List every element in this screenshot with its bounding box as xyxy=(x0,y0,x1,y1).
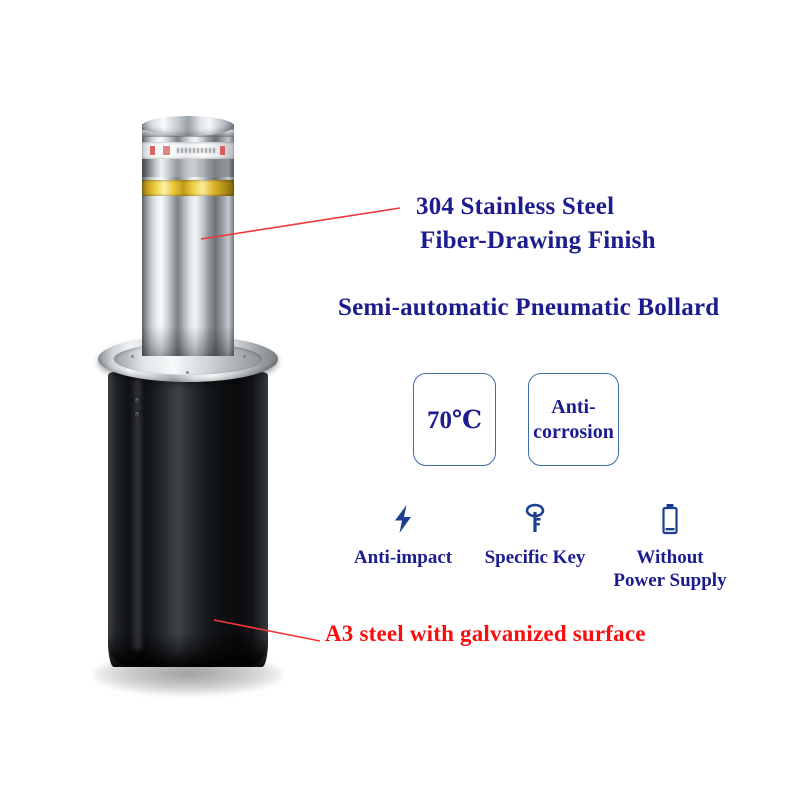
page-title: Semi-automatic Pneumatic Bollard xyxy=(338,294,720,321)
bollard-product-illustration xyxy=(93,116,283,695)
spec-box-temperature: 70℃ xyxy=(413,373,496,466)
annotation-stainless-steel: 304 Stainless Steel Fiber-Drawing Finish xyxy=(416,190,716,258)
base-bolt-dot xyxy=(135,398,139,403)
post-bottom-shadow xyxy=(142,326,234,356)
product-label-band xyxy=(142,142,234,159)
spec-box-temperature-label: 70℃ xyxy=(427,406,482,434)
spec-box-anti-corrosion-label: Anti- corrosion xyxy=(533,395,614,443)
feature-icon-row: Anti-impact Specific Key xyxy=(335,500,755,592)
lightning-bolt-icon xyxy=(391,500,415,538)
feature-anti-impact: Anti-impact xyxy=(335,500,471,569)
annotation-stainless-line2: Fiber-Drawing Finish xyxy=(420,226,656,254)
reflective-yellow-band xyxy=(142,180,234,196)
post-dark-band xyxy=(142,159,234,177)
feature-specific-key-label: Specific Key xyxy=(484,547,586,568)
label-logo-mark xyxy=(220,146,225,155)
black-base-highlight xyxy=(131,378,144,650)
feature-without-power-label: Without Power Supply xyxy=(613,547,727,592)
key-icon xyxy=(523,500,547,538)
bollard-top-cap xyxy=(142,116,234,136)
feature-without-power-supply: Without Power Supply xyxy=(599,500,741,592)
label-logo-mark xyxy=(163,146,170,155)
battery-icon xyxy=(660,500,680,538)
annotation-stainless-line1: 304 Stainless Steel xyxy=(416,193,615,220)
flange-bolt-dot xyxy=(243,355,246,358)
flange-bolt-dot xyxy=(186,371,189,374)
base-bolt-dot xyxy=(135,412,139,417)
spec-box-anti-corrosion: Anti- corrosion xyxy=(528,373,619,466)
bollard-black-base-body xyxy=(108,372,268,667)
label-logo-mark xyxy=(150,146,155,155)
annotation-a3-steel: A3 steel with galvanized surface xyxy=(325,621,646,646)
feature-anti-impact-label: Anti-impact xyxy=(353,547,453,568)
flange-bolt-dot xyxy=(131,355,134,358)
feature-specific-key: Specific Key xyxy=(471,500,599,569)
label-microtext xyxy=(177,148,215,153)
